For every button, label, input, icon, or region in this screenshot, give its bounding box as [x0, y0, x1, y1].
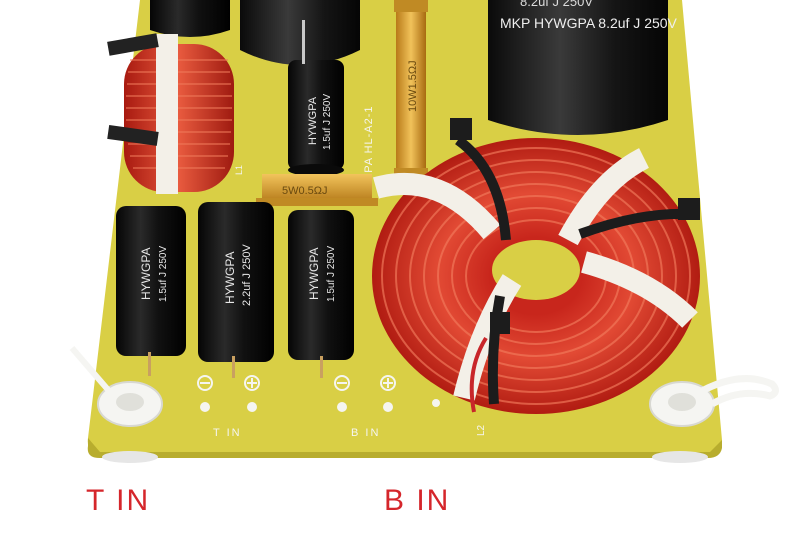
- resistor-horizontal-5w: 5W0.5ΩJ: [256, 174, 378, 206]
- capacitor-lower-left-value: 1.5uf J 250V: [158, 246, 169, 302]
- capacitor-lower-right-brand: HYWGPA: [307, 248, 321, 300]
- capacitor-lower-mid-value: 2.2uf J 250V: [241, 244, 253, 306]
- board-label-l1: L1: [234, 165, 244, 175]
- caption-t-in: T IN: [86, 484, 150, 517]
- resistor-vertical-10w: 10W1.5ΩJ: [394, 0, 428, 178]
- capacitor-lower-right: HYWGPA 1.5uf J 250V: [288, 210, 354, 378]
- polarity-markings: [197, 375, 396, 391]
- terminal-holes: [200, 399, 440, 412]
- mounting-post-left: [69, 346, 163, 427]
- capacitor-lower-mid-brand: HYWGPA: [223, 252, 237, 304]
- caption-b-in: B IN: [384, 484, 450, 517]
- board-label-b-in: B IN: [351, 427, 380, 439]
- inductor-large-coil: [372, 118, 700, 414]
- capacitor-lower-right-value: 1.5uf J 250V: [326, 246, 337, 302]
- capacitor-lower-left-brand: HYWGPA: [139, 248, 153, 300]
- capacitor-lower-left: HYWGPA 1.5uf J 250V: [116, 206, 186, 376]
- resistor-vertical-label: 10W1.5ΩJ: [407, 60, 419, 112]
- capacitor-lower-mid: HYWGPA 2.2uf J 250V: [198, 202, 274, 378]
- capacitor-top-round: [240, 0, 360, 65]
- resistor-horizontal-label: 5W0.5ΩJ: [282, 185, 328, 197]
- capacitor-tall-brand: HYWGPA: [307, 96, 319, 145]
- capacitor-tall-1-5uf: HYWGPA 1.5uf J 250V: [288, 20, 344, 176]
- capacitor-8-2uf-partial-label: 8.2uf J 250V: [520, 0, 593, 9]
- board-label-l2: L2: [476, 424, 487, 436]
- capacitor-8-2uf: 8.2uf J 250V MKP HYWGPA 8.2uf J 250V: [488, 0, 678, 135]
- capacitor-tall-value: 1.5uf J 250V: [322, 94, 333, 150]
- board-model-label: HYPA HL-A2-1: [363, 105, 375, 190]
- capacitor-top-left: [150, 0, 230, 37]
- board-label-t-in: T IN: [213, 427, 242, 439]
- capacitor-8-2uf-label: MKP HYWGPA 8.2uf J 250V: [500, 15, 678, 31]
- inductor-small-coil: [107, 33, 234, 194]
- mounting-post-right: [649, 375, 779, 427]
